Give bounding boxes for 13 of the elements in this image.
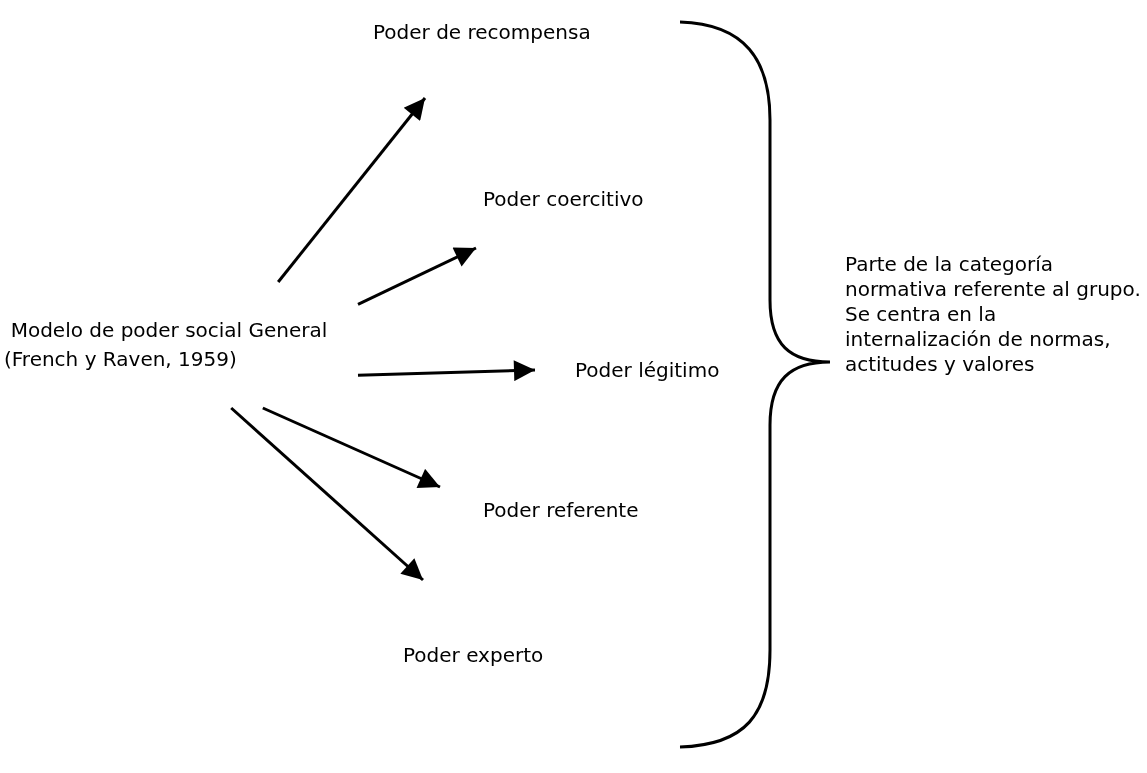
node-label: Poder experto (403, 643, 544, 668)
arrow (357, 246, 477, 306)
note-text: Parte de la categoría normativa referente al grupo. Se centra en la internalización de normas, actitudes y valores (845, 252, 1142, 377)
node-label: Poder coercitivo (483, 187, 644, 212)
citation-text: (French y Raven, 1959) (4, 347, 237, 372)
arrow (230, 406, 424, 582)
node-label: Poder légitimo (575, 357, 720, 383)
arrow (357, 360, 536, 382)
node-label: Poder referente (483, 498, 639, 523)
arrow (277, 97, 427, 283)
model-title: Modelo de poder social General (9, 318, 329, 343)
node-label: Poder de recompensa (373, 20, 591, 45)
arrow (262, 406, 441, 489)
